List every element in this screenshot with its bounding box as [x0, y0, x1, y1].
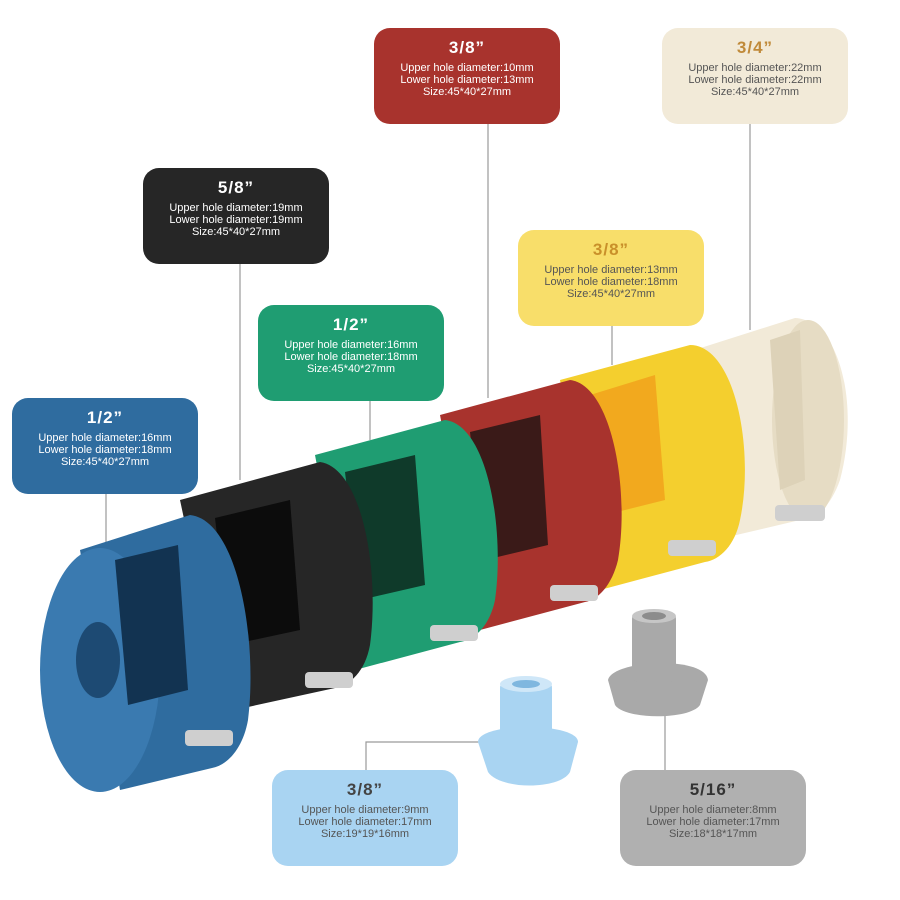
label-red-3-8: 3/8” Upper hole diameter:10mm Lower hole… — [374, 28, 560, 124]
label-size-title: 5/8” — [217, 178, 255, 197]
label-upper-diameter: Upper hole diameter:19mm — [169, 202, 303, 214]
label-size-title: 1/2” — [86, 408, 124, 427]
label-black-5-8: 5/8” Upper hole diameter:19mm Lower hole… — [143, 168, 329, 264]
label-upper-diameter: Upper hole diameter:8mm — [649, 804, 777, 816]
label-lower-diameter: Lower hole diameter:19mm — [169, 214, 303, 226]
label-size-title: 5/16” — [689, 780, 737, 799]
label-dimensions: Size:45*40*27mm — [306, 363, 396, 375]
label-upper-diameter: Upper hole diameter:9mm — [301, 804, 429, 816]
label-dimensions: Size:18*18*17mm — [668, 828, 758, 840]
label-dimensions: Size:45*40*27mm — [422, 86, 512, 98]
label-size-title: 3/4” — [736, 38, 774, 57]
label-gray-5-16: 5/16” Upper hole diameter:8mm Lower hole… — [620, 770, 806, 866]
label-lower-diameter: Lower hole diameter:22mm — [688, 74, 822, 86]
label-blue-1-2: 1/2” Upper hole diameter:16mm Lower hole… — [12, 398, 198, 494]
stripper-blue — [40, 515, 251, 792]
label-dimensions: Size:45*40*27mm — [710, 86, 800, 98]
label-upper-diameter: Upper hole diameter:10mm — [400, 62, 534, 74]
insert-light-blue — [478, 676, 578, 786]
label-lower-diameter: Lower hole diameter:18mm — [38, 444, 172, 456]
label-size-title: 3/8” — [592, 240, 630, 259]
label-upper-diameter: Upper hole diameter:16mm — [284, 339, 418, 351]
label-dimensions: Size:45*40*27mm — [191, 226, 281, 238]
label-lower-diameter: Lower hole diameter:17mm — [646, 816, 780, 828]
label-upper-diameter: Upper hole diameter:13mm — [544, 264, 678, 276]
label-light-blue-3-8: 3/8” Upper hole diameter:9mm Lower hole … — [272, 770, 458, 866]
label-green-1-2: 1/2” Upper hole diameter:16mm Lower hole… — [258, 305, 444, 401]
label-dimensions: Size:45*40*27mm — [566, 288, 656, 300]
label-dimensions: Size:19*19*16mm — [320, 828, 410, 840]
label-upper-diameter: Upper hole diameter:22mm — [688, 62, 822, 74]
insert-gray — [608, 609, 708, 717]
label-size-title: 3/8” — [448, 38, 486, 57]
label-dimensions: Size:45*40*27mm — [60, 456, 150, 468]
label-yellow-3-8: 3/8” Upper hole diameter:13mm Lower hole… — [518, 230, 704, 326]
label-size-title: 3/8” — [346, 780, 384, 799]
label-lower-diameter: Lower hole diameter:18mm — [544, 276, 678, 288]
label-lower-diameter: Lower hole diameter:17mm — [298, 816, 432, 828]
label-size-title: 1/2” — [332, 315, 370, 334]
label-upper-diameter: Upper hole diameter:16mm — [38, 432, 172, 444]
label-lower-diameter: Lower hole diameter:13mm — [400, 74, 534, 86]
label-cream-3-4: 3/4” Upper hole diameter:22mm Lower hole… — [662, 28, 848, 124]
label-lower-diameter: Lower hole diameter:18mm — [284, 351, 418, 363]
